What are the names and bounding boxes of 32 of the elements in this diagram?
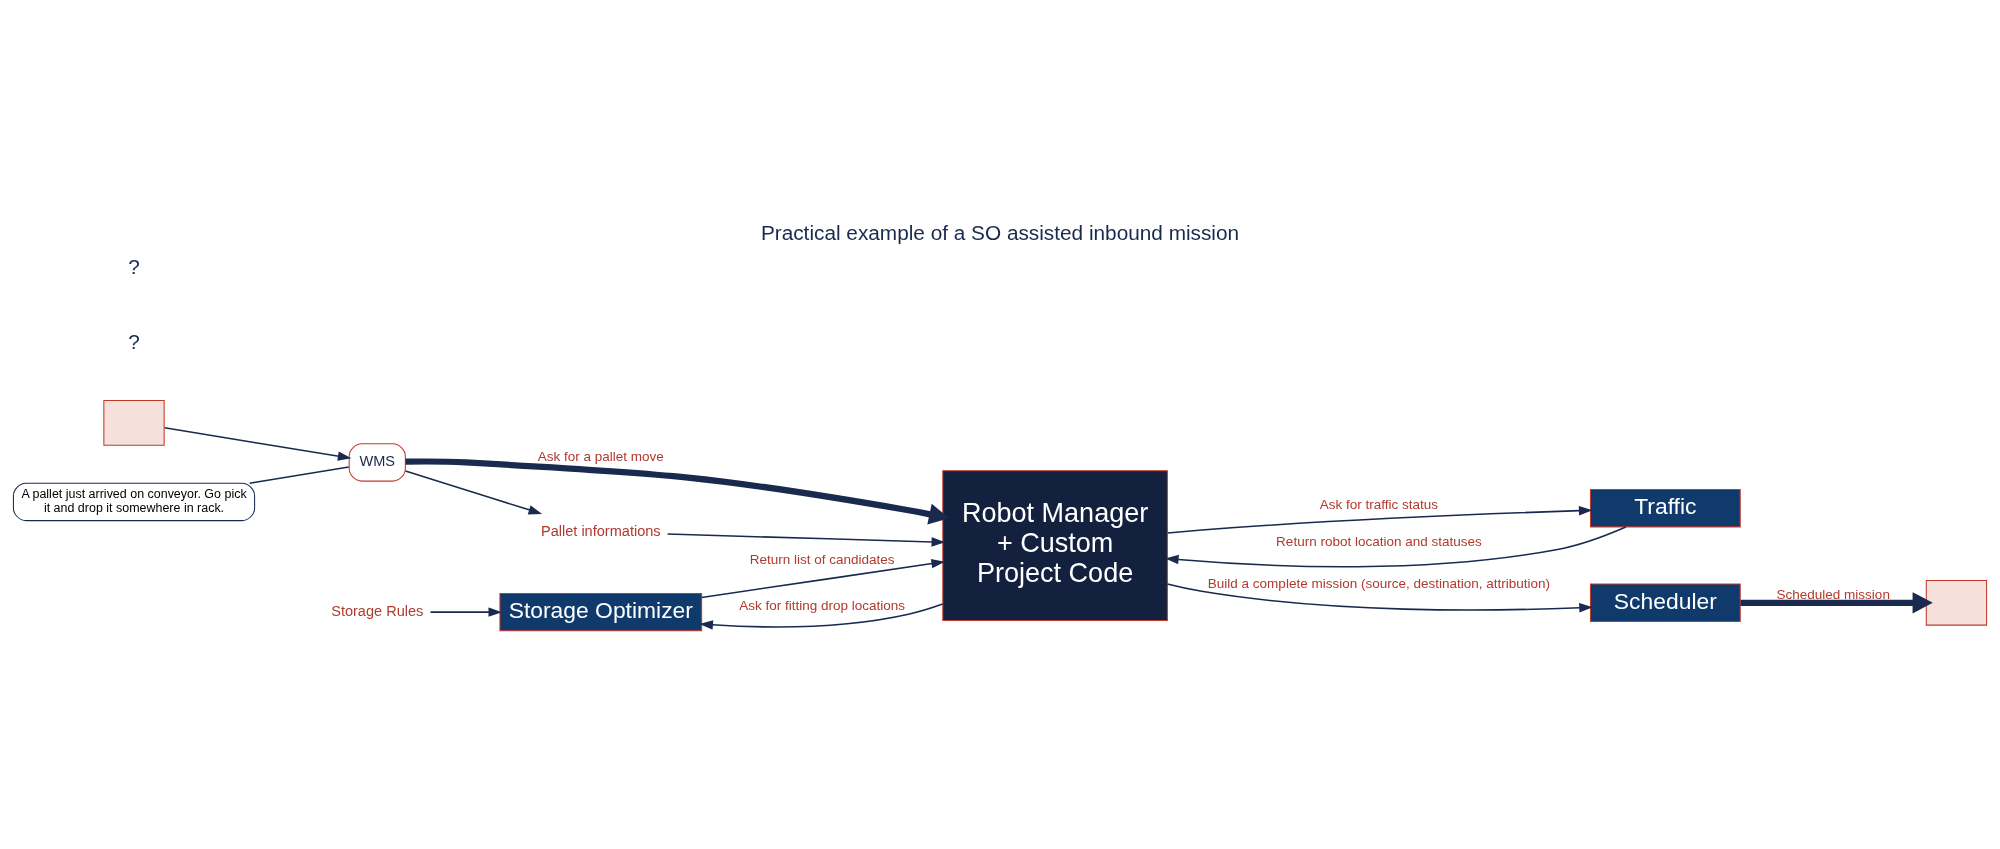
arrow <box>1165 525 1627 567</box>
arrow <box>700 558 945 598</box>
edge-label: Return robot location and statuses <box>1276 533 1482 549</box>
node-box <box>1925 579 1988 626</box>
edge-label: Ask for a pallet move <box>537 448 664 464</box>
arrow <box>1166 505 1593 534</box>
edge-label: Ask for traffic status <box>1319 496 1439 512</box>
arrow <box>163 426 352 461</box>
node-box: Storage Optimizer <box>499 592 703 631</box>
node-box: Scheduler <box>1590 583 1741 622</box>
label: ? <box>128 254 140 278</box>
connector <box>248 465 350 484</box>
arrow <box>429 606 503 617</box>
edge-label: Return list of candidates <box>749 551 895 567</box>
node-box: WMS <box>348 442 406 482</box>
label: ? <box>128 329 140 353</box>
diagram-title: Practical example of a SO assisted inbound mission <box>760 220 1240 244</box>
edge-label: Ask for fitting drop locations <box>739 597 906 613</box>
node-text: Storage Rules <box>331 602 424 619</box>
arrow <box>1166 582 1593 612</box>
arrow <box>666 532 946 547</box>
arrow <box>405 457 950 525</box>
edge-label: Scheduled mission <box>1776 586 1890 602</box>
node-box: Traffic <box>1590 488 1741 527</box>
node-box: A pallet just arrived on conveyor. Go pick it and drop it somewhere in rack. <box>12 482 256 521</box>
arrow <box>404 469 543 514</box>
arrow <box>699 602 944 630</box>
node-box <box>103 399 165 446</box>
arrow <box>1740 591 1933 613</box>
node-text: Pallet informations <box>540 522 661 539</box>
node-box: Robot Manager + Custom Project Code <box>942 469 1168 621</box>
edge-label: Build a complete mission (source, destination, attribution) <box>1207 575 1551 591</box>
